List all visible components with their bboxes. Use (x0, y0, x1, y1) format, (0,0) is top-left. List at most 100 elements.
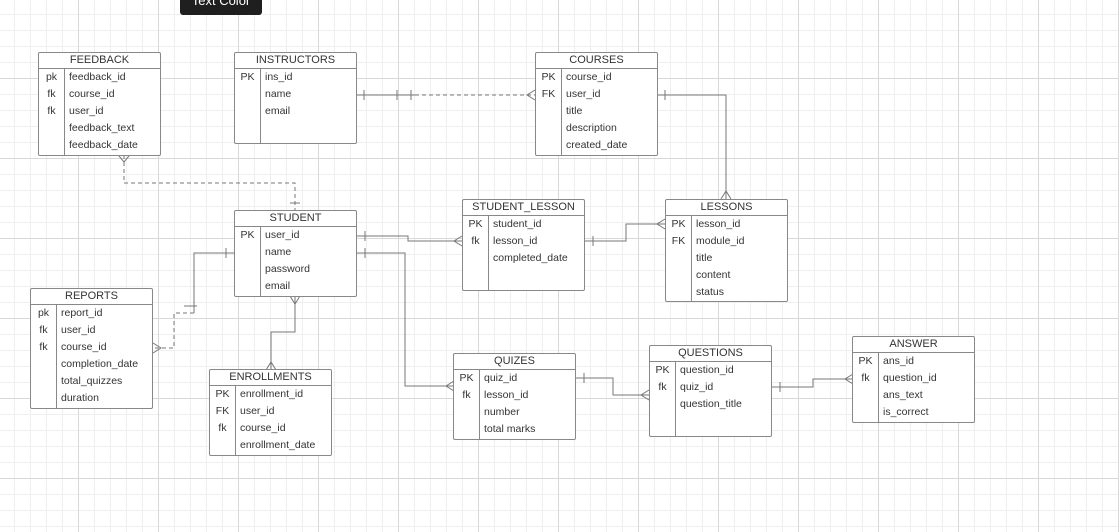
key-marker: pk (45, 71, 58, 83)
attribute-name: ins_id (265, 71, 293, 83)
attribute-row[interactable]: PK ins_id (235, 69, 356, 86)
key-marker: PK (240, 71, 255, 83)
attribute-name: content (696, 269, 731, 281)
entity-title: INSTRUCTORS (235, 53, 356, 69)
rel-courses-lessons[interactable] (657, 94, 727, 199)
rel-questions-answer[interactable] (771, 378, 853, 388)
attribute-row[interactable]: description (536, 120, 657, 137)
attribute-name: user_id (61, 324, 96, 336)
key-marker: fk (47, 105, 56, 117)
attribute-name: user_id (265, 229, 300, 241)
key-marker: fk (658, 381, 667, 393)
attribute-row[interactable]: total marks (454, 421, 575, 438)
attribute-name: user_id (69, 105, 104, 117)
attribute-row[interactable]: title (666, 250, 787, 267)
rel-student-studentlesson[interactable] (356, 235, 462, 242)
entity-title: REPORTS (31, 289, 152, 305)
attribute-row[interactable]: title (536, 103, 657, 120)
attribute-row[interactable]: name (235, 86, 356, 103)
rel-quizes-questions[interactable] (576, 377, 649, 396)
attribute-row[interactable]: completion_date (31, 356, 152, 373)
attribute-row[interactable]: feedback_text (39, 120, 160, 137)
attribute-name: is_correct (883, 406, 929, 418)
key-marker: PK (468, 218, 483, 230)
crowfoot-quizes (445, 380, 455, 392)
entity-title: ENROLLMENTS (210, 370, 331, 386)
attribute-row[interactable]: is_correct (853, 404, 974, 421)
key-marker: pk (37, 307, 50, 319)
attribute-name: quiz_id (680, 381, 714, 393)
attribute-row[interactable]: number (454, 404, 575, 421)
rel-studentlesson-lessons[interactable] (584, 223, 665, 242)
attribute-row[interactable]: enrollment_date (210, 437, 331, 454)
attribute-row[interactable]: email (235, 103, 356, 120)
entity-instructors[interactable]: INSTRUCTORS PK ins_id name email (234, 52, 357, 144)
attribute-name: name (265, 88, 292, 100)
attribute-row[interactable]: name (235, 244, 356, 261)
rel-student-reports[interactable] (193, 252, 234, 313)
key-marker: fk (861, 372, 870, 384)
attribute-name: description (566, 122, 617, 134)
crowfoot-enrollments (265, 361, 277, 371)
key-marker: FK (671, 235, 686, 247)
rel-student-quizes[interactable] (356, 252, 454, 387)
key-marker: FK (541, 88, 556, 100)
rel-feedback-student[interactable] (123, 155, 296, 211)
key-marker: fk (462, 389, 471, 401)
crowfoot-answer (844, 373, 854, 385)
attribute-row[interactable]: completed_date (463, 250, 584, 267)
attribute-name: report_id (61, 307, 103, 319)
attribute-row[interactable]: pk report_id (31, 305, 152, 322)
attribute-row[interactable]: fk quiz_id (650, 379, 771, 396)
text-color-tooltip: Text Color (180, 0, 262, 15)
attribute-name: number (484, 406, 520, 418)
key-marker: fk (218, 422, 227, 434)
attribute-row[interactable]: fk user_id (39, 103, 160, 120)
attribute-name: ans_text (883, 389, 923, 401)
attribute-row[interactable]: content (666, 267, 787, 284)
attribute-row[interactable]: status (666, 284, 787, 301)
attribute-row[interactable]: feedback_date (39, 137, 160, 154)
attribute-row[interactable]: email (235, 278, 356, 295)
entity-title: COURSES (536, 53, 657, 69)
attribute-row[interactable]: ans_text (853, 387, 974, 404)
attribute-row[interactable]: question_title (650, 396, 771, 413)
attribute-row[interactable]: password (235, 261, 356, 278)
attribute-row[interactable]: duration (31, 390, 152, 407)
attribute-name: question_id (883, 372, 937, 384)
attribute-name: question_title (680, 398, 742, 410)
attribute-row[interactable]: fk question_id (853, 370, 974, 387)
rel-student-enrollments[interactable] (270, 296, 296, 370)
attribute-row[interactable]: total_quizzes (31, 373, 152, 390)
attribute-row[interactable]: created_date (536, 137, 657, 154)
